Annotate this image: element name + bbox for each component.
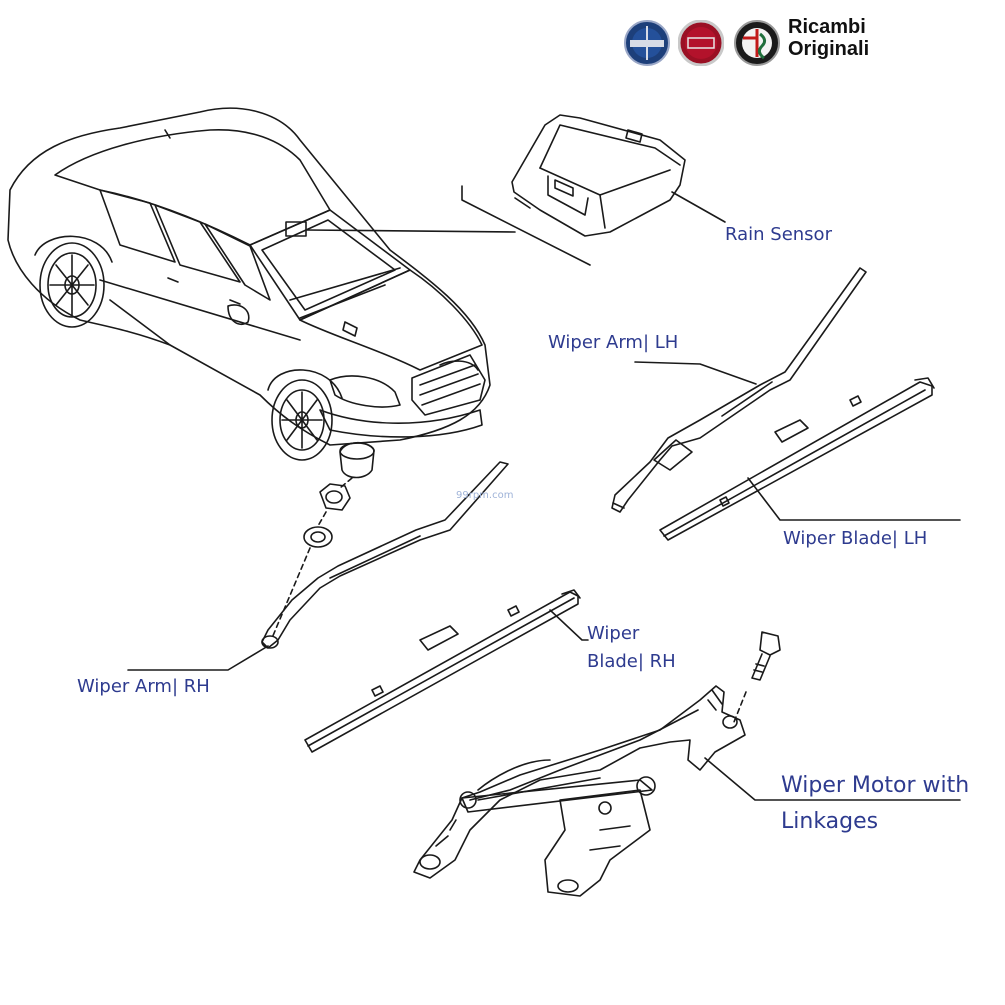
label-wiper-blade-rh: Wiper Blade| RH bbox=[587, 620, 676, 676]
label-rain-sensor: Rain Sensor bbox=[725, 224, 832, 245]
label-wiper-blade-lh: Wiper Blade| LH bbox=[783, 528, 928, 549]
label-wiper-motor-line-2: Linkages bbox=[781, 809, 879, 834]
brand-line-1: Ricambi bbox=[788, 16, 866, 38]
label-wiper-blade-rh-line-1: Wiper bbox=[587, 623, 640, 644]
fiat-logo bbox=[677, 19, 725, 67]
alfa-romeo-logo bbox=[734, 20, 780, 66]
label-wiper-arm-rh: Wiper Arm| RH bbox=[77, 676, 210, 697]
car-illustration bbox=[7, 107, 491, 461]
brand-text: Ricambi Originali bbox=[788, 16, 869, 60]
wiper-blade-lh-illustration bbox=[659, 377, 935, 541]
label-wiper-motor: Wiper Motor with Linkages bbox=[781, 768, 969, 840]
watermark: 99rpm.com bbox=[456, 490, 514, 501]
wiper-blade-rh-illustration bbox=[304, 589, 581, 753]
label-wiper-arm-lh: Wiper Arm| LH bbox=[548, 332, 679, 353]
lancia-logo bbox=[624, 20, 670, 66]
fastener-parts-illustration bbox=[303, 441, 375, 548]
label-wiper-blade-rh-line-2: Blade| RH bbox=[587, 651, 676, 672]
wiper-motor-linkages-illustration bbox=[413, 631, 781, 897]
wiper-arm-rh-illustration bbox=[261, 461, 509, 649]
wiper-arm-lh-illustration bbox=[611, 267, 867, 513]
brand-line-2: Originali bbox=[788, 38, 870, 60]
label-wiper-motor-line-1: Wiper Motor with bbox=[781, 773, 970, 798]
rain-sensor-illustration bbox=[511, 114, 686, 237]
